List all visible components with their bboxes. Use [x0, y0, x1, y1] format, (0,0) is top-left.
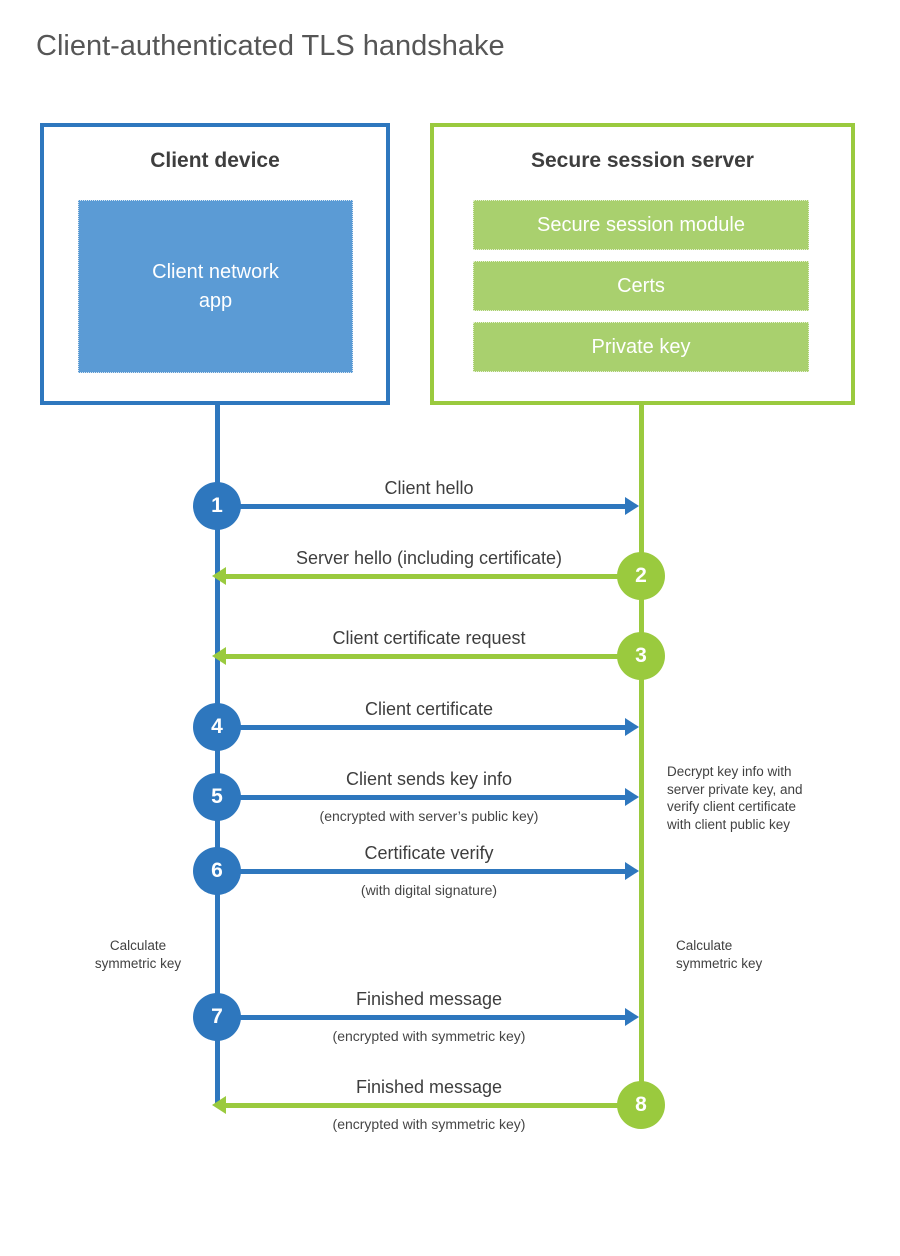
step-8-arrow: [226, 1103, 618, 1108]
step-2-arrow: [226, 574, 618, 579]
secure-session-server-title: Secure session server: [531, 149, 754, 172]
step-2-marker: 2: [617, 552, 665, 600]
step-4-arrowhead-icon: [625, 718, 639, 736]
server-lifeline: [639, 403, 644, 1105]
step-3-label: Client certificate request: [332, 628, 526, 648]
client-device-title: Client device: [150, 149, 280, 172]
client-calculate-symmetric-key-note: Calculate symmetric key: [94, 938, 182, 971]
step-7-label: Finished message: [355, 989, 503, 1009]
step-7-arrowhead-icon: [625, 1008, 639, 1026]
step-8-marker: 8: [617, 1081, 665, 1129]
step-3-arrowhead-icon: [212, 647, 226, 665]
step-1-marker: 1: [193, 482, 241, 530]
step-6-arrowhead-icon: [625, 862, 639, 880]
step-6-arrow: [240, 869, 626, 874]
server-calculate-symmetric-key-note: Calculate symmetric key: [676, 938, 763, 971]
step-8-label: Finished message: [355, 1077, 503, 1097]
step-1-arrow: [240, 504, 626, 509]
private-key-bar: Private key: [473, 322, 809, 372]
step-8-sublabel: (encrypted with symmetric key): [332, 1116, 526, 1132]
step-2-arrowhead-icon: [212, 567, 226, 585]
step-7-arrow: [240, 1015, 626, 1020]
step-5-arrow: [240, 795, 626, 800]
step-4-arrow: [240, 725, 626, 730]
client-lifeline: [215, 403, 220, 1105]
step-5-arrowhead-icon: [625, 788, 639, 806]
server-decrypt-note: Decrypt key info with server private key…: [667, 764, 803, 832]
step-8-arrowhead-icon: [212, 1096, 226, 1114]
client-device-box: Client device Client network app: [40, 123, 390, 405]
step-5-label: Client sends key info: [345, 769, 513, 789]
step-2-label: Server hello (including certificate): [295, 548, 563, 568]
step-6-marker: 6: [193, 847, 241, 895]
step-3-marker: 3: [617, 632, 665, 680]
step-7-sublabel: (encrypted with symmetric key): [332, 1028, 526, 1044]
step-7-marker: 7: [193, 993, 241, 1041]
step-3-arrow: [226, 654, 618, 659]
step-6-sublabel: (with digital signature): [360, 882, 498, 898]
step-5-sublabel: (encrypted with server’s public key): [319, 808, 539, 824]
step-4-label: Client certificate: [364, 699, 494, 719]
step-1-label: Client hello: [384, 478, 474, 498]
step-5-marker: 5: [193, 773, 241, 821]
step-1-arrowhead-icon: [625, 497, 639, 515]
client-network-app-label: Client network app: [152, 260, 279, 312]
secure-session-server-box: Secure session server Secure session mod…: [430, 123, 855, 405]
secure-session-module-bar: Secure session module: [473, 200, 809, 250]
certs-bar: Certs: [473, 261, 809, 311]
page-title: Client-authenticated TLS handshake: [36, 30, 505, 62]
step-6-label: Certificate verify: [364, 843, 494, 863]
step-4-marker: 4: [193, 703, 241, 751]
client-network-app-box: Client network app: [78, 200, 353, 373]
